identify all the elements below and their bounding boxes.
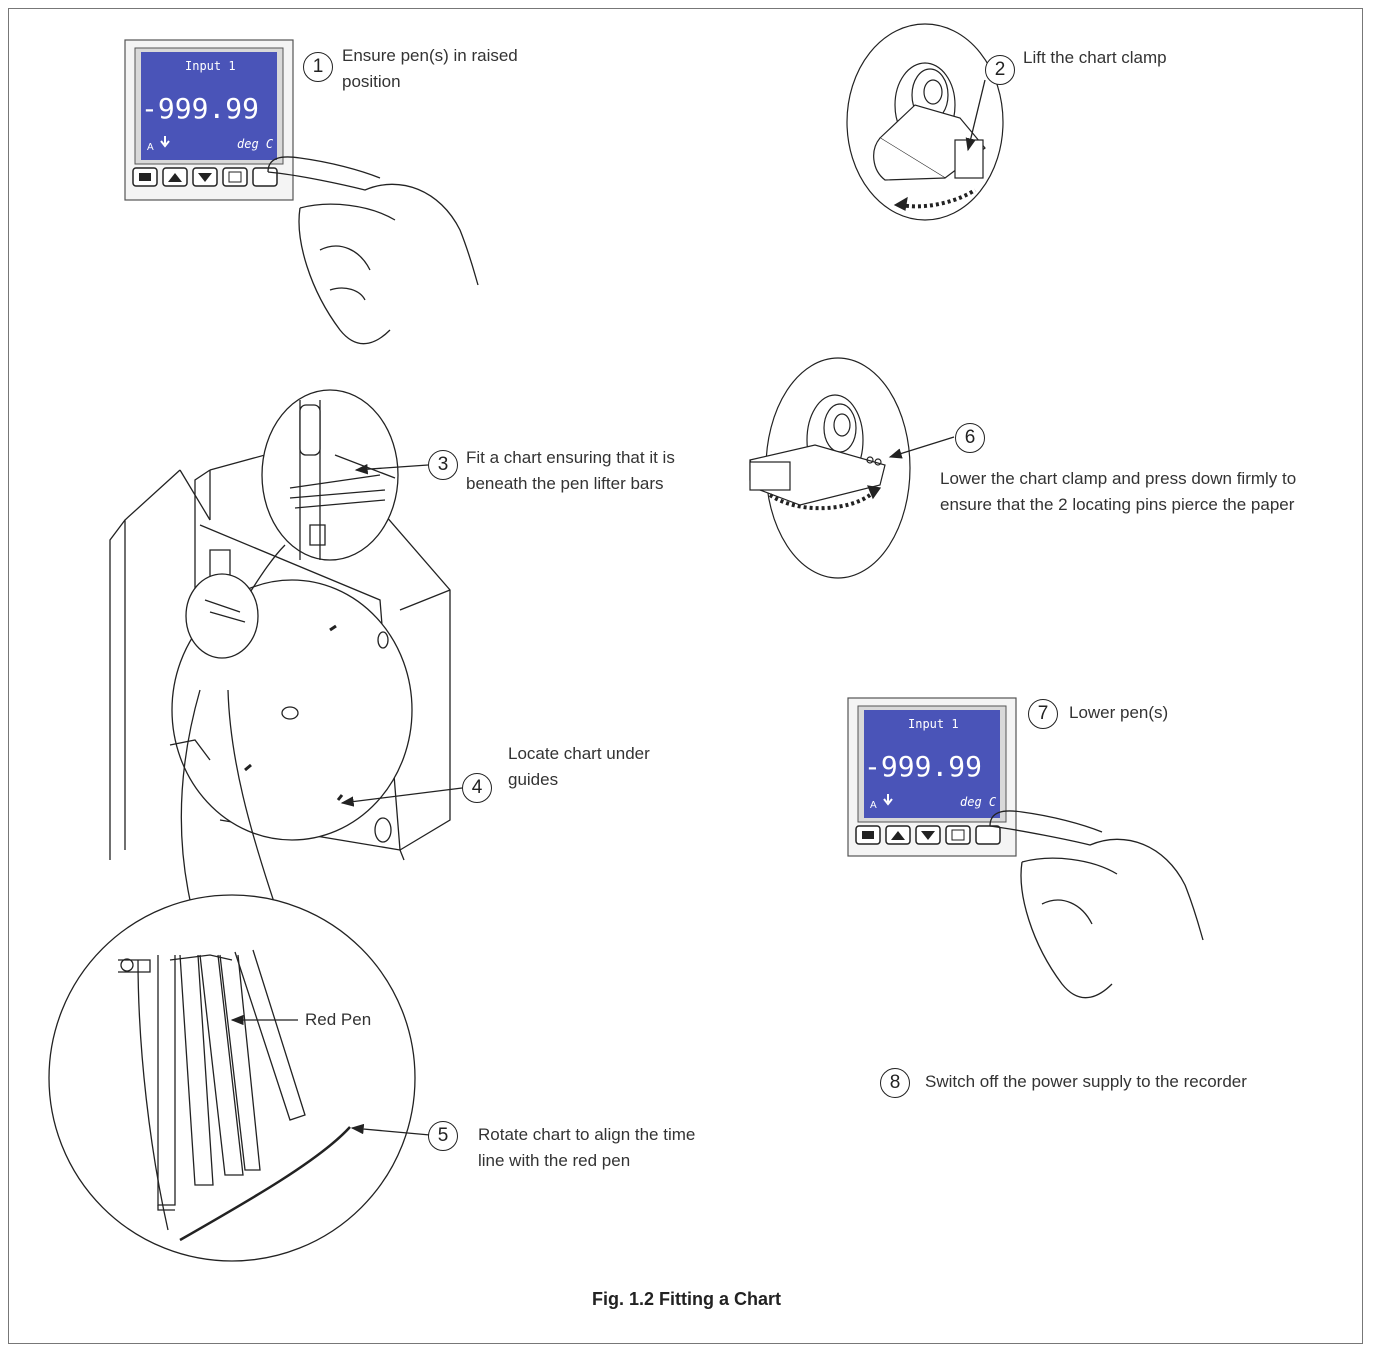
step-1-text: Ensure pen(s) in raised position xyxy=(342,43,522,95)
step-8-number: 8 xyxy=(880,1068,910,1098)
recorder-panel-2: Input 1 -999.99 deg C A xyxy=(848,698,1016,856)
display-value-1: -999.99 xyxy=(141,92,259,125)
chart-clamp-lift xyxy=(847,24,1003,220)
list-button-icon xyxy=(946,826,970,844)
figure-caption: Fig. 1.2 Fitting a Chart xyxy=(0,1289,1373,1310)
display-unit-1: deg C xyxy=(237,137,274,151)
red-pen-label: Red Pen xyxy=(305,1007,425,1033)
hand-1 xyxy=(268,157,478,344)
display-unit-2: deg C xyxy=(960,795,997,809)
alarm-icon: A xyxy=(870,800,877,811)
display-title-1: Input 1 xyxy=(185,59,236,73)
step-3-number: 3 xyxy=(428,450,458,480)
step-4-text: Locate chart under guides xyxy=(508,741,658,793)
enter-button-icon xyxy=(976,826,1000,844)
step-4-number: 4 xyxy=(462,773,492,803)
step-3-text: Fit a chart ensuring that it is beneath … xyxy=(466,445,681,497)
step-8-text: Switch off the power supply to the recor… xyxy=(925,1069,1345,1095)
display-value-2: -999.99 xyxy=(864,750,982,783)
alarm-icon: A xyxy=(147,142,154,153)
chart-clamp-lower xyxy=(750,358,910,578)
step-1-number: 1 xyxy=(303,52,333,82)
hand-2 xyxy=(990,811,1203,998)
list-button-icon xyxy=(223,168,247,186)
recorder-panel-1: Input 1 -999.99 deg C A xyxy=(125,40,293,200)
panel-2-buttons xyxy=(856,826,1000,844)
step-2-number: 2 xyxy=(985,55,1015,85)
step-5-text: Rotate chart to align the time line with… xyxy=(478,1122,718,1174)
step-5-number: 5 xyxy=(428,1121,458,1151)
panel-1-buttons xyxy=(133,168,277,186)
display-title-2: Input 1 xyxy=(908,717,959,731)
step-2-text: Lift the chart clamp xyxy=(1023,45,1243,71)
step-7-number: 7 xyxy=(1028,699,1058,729)
step-6-number: 6 xyxy=(955,423,985,453)
step-7-text: Lower pen(s) xyxy=(1069,700,1229,726)
enter-button-icon xyxy=(253,168,277,186)
step-6-text: Lower the chart clamp and press down fir… xyxy=(940,466,1320,518)
